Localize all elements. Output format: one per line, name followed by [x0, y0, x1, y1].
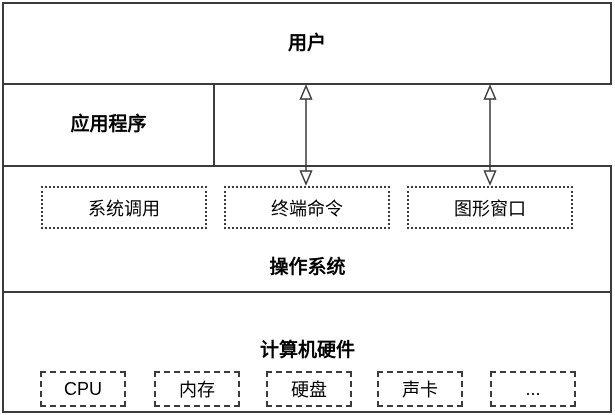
hardware-box-soundcard: 声卡	[377, 371, 463, 407]
hardware-label-soundcard: 声卡	[402, 380, 438, 400]
layer-hardware-label: 计算机硬件	[259, 340, 355, 361]
layer-application-label: 应用程序	[70, 114, 147, 135]
interface-box-graphical-window: 图形窗口	[407, 186, 573, 229]
hardware-box-disk: 硬盘	[266, 371, 352, 407]
layer-application-box: 应用程序	[2, 83, 215, 167]
interface-box-terminal-command: 终端命令	[224, 186, 390, 229]
interface-label-system-call: 系统调用	[88, 198, 160, 219]
layer-user-label: 用户	[287, 32, 326, 54]
hardware-label-ellipsis: ...	[525, 378, 541, 399]
hardware-label-memory: 内存	[179, 380, 215, 400]
interface-label-terminal-command: 终端命令	[271, 198, 343, 219]
layer-user-box: 用户	[2, 2, 612, 85]
layer-os-label: 操作系统	[269, 257, 346, 278]
layer-hardware-box	[2, 291, 612, 413]
hardware-label-disk: 硬盘	[291, 380, 327, 400]
hardware-box-cpu: CPU	[40, 371, 126, 407]
interface-box-system-call: 系统调用	[41, 186, 207, 229]
hardware-box-memory: 内存	[154, 371, 240, 407]
hardware-box-ellipsis: ...	[490, 371, 576, 407]
hardware-label-cpu: CPU	[63, 378, 102, 399]
interface-label-graphical-window: 图形窗口	[454, 198, 526, 219]
